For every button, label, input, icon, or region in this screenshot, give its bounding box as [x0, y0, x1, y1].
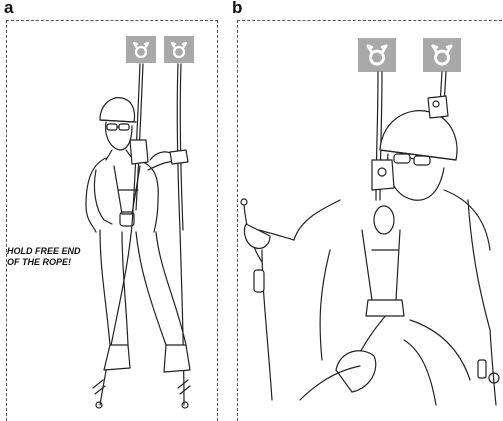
panel-b-figure: [241, 72, 499, 405]
panel-a-figure: [86, 64, 190, 408]
